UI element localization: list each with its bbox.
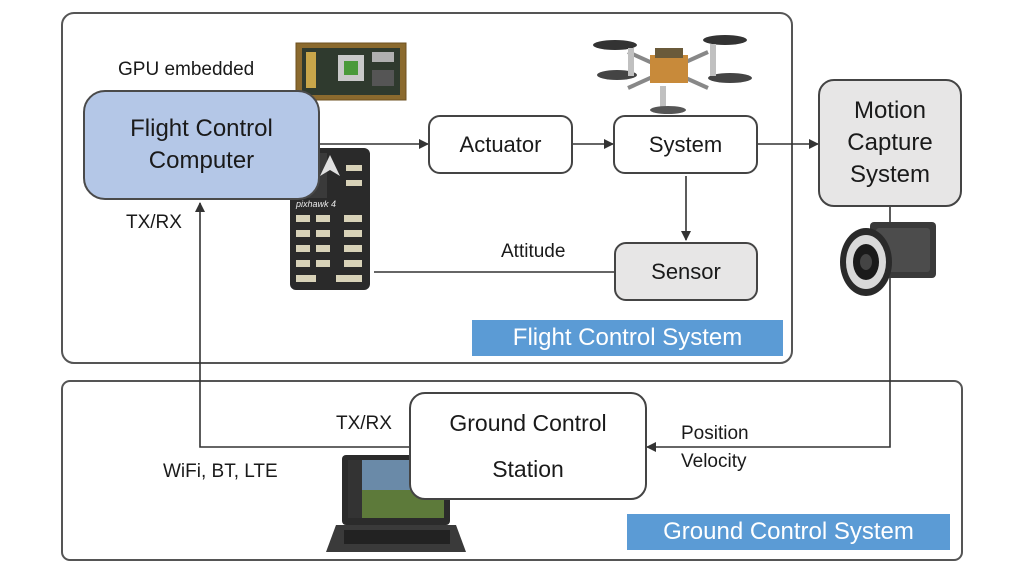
ground-control-station-line1: Ground Control: [449, 410, 607, 436]
flight-control-system-group: [61, 12, 793, 364]
system-node: System: [613, 115, 758, 174]
ground-control-system-group: [61, 380, 963, 561]
quadcopter-drone-image: [593, 35, 752, 114]
sensor-node: Sensor: [614, 242, 758, 301]
ground-control-station-line2: Station: [492, 456, 564, 482]
ground-control-station-node: Ground Control Station: [409, 392, 647, 500]
motion-capture-camera-image: [840, 222, 936, 296]
ground-control-system-tag: Ground Control System: [627, 514, 950, 550]
velocity-label: Velocity: [681, 451, 747, 472]
tx-rx-link-line: [195, 202, 409, 448]
gpu-embedded-label: GPU embedded: [118, 59, 255, 80]
attitude-label: Attitude: [501, 241, 566, 262]
flight-control-system-tag: Flight Control System: [472, 320, 783, 356]
flight-control-computer-node: Flight Control Computer: [83, 90, 320, 200]
position-label: Position: [681, 423, 749, 444]
pixhawk-label: pixhawk 4: [295, 199, 336, 209]
position-velocity-line: [646, 202, 891, 452]
gpu-board-image: [295, 42, 407, 101]
tx-rx-bottom-label: TX/RX: [336, 413, 392, 434]
actuator-node: Actuator: [428, 115, 573, 174]
motion-capture-system-node: Motion Capture System: [818, 79, 962, 207]
wifi-bt-lte-label: WiFi, BT, LTE: [163, 461, 278, 482]
tx-rx-top-label: TX/RX: [126, 212, 182, 233]
